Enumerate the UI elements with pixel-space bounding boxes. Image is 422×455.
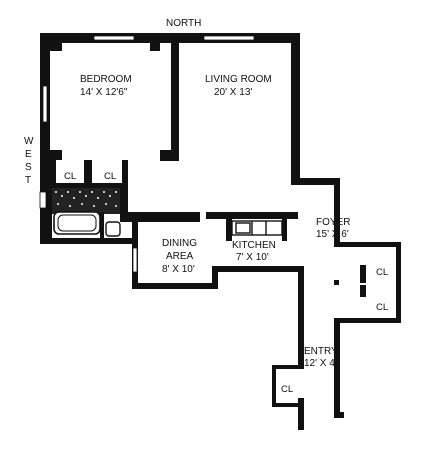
west-letter-t: T [25, 175, 31, 186]
windows [39, 35, 255, 273]
bedroom-size: 14' X 12'6" [80, 87, 128, 98]
closet-bedroom-right: CL [104, 171, 116, 182]
closet-bedroom-left: CL [64, 171, 76, 182]
closet-foyer-lower: CL [376, 302, 388, 313]
dining-name-line2: AREA [166, 251, 194, 262]
kitchen-name: KITCHEN [232, 240, 276, 251]
foyer-name: FOYER [316, 217, 350, 228]
living-room-name: LIVING ROOM [205, 74, 272, 85]
west-letter-s: S [25, 162, 32, 173]
kitchen-size: 7' X 10' [236, 252, 269, 263]
exterior-walls [40, 33, 401, 430]
entry-size: 12' X 4' [304, 358, 337, 369]
interior-walls [40, 33, 366, 297]
closet-entry: CL [281, 384, 293, 395]
west-label: W E S T [24, 136, 34, 186]
toilet [105, 221, 121, 237]
west-letter-e: E [25, 149, 32, 160]
north-label: NORTH [166, 18, 201, 29]
window-west-bedroom [42, 85, 48, 123]
entry-name: ENTRY [304, 346, 338, 357]
bedroom-name: BEDROOM [80, 74, 132, 85]
window-north-bedroom [93, 35, 135, 41]
bathroom [52, 188, 121, 238]
foyer-size: 15' X 6' [316, 229, 349, 240]
west-letter-w: W [24, 136, 34, 147]
kitchen-fixtures [231, 220, 283, 236]
closet-foyer-upper: CL [376, 267, 388, 278]
dining-size: 8' X 10' [162, 264, 195, 275]
dining-name-line1: DINING [162, 238, 197, 249]
living-room-size: 20' X 13' [214, 87, 252, 98]
window-west-bath [39, 191, 47, 209]
window-dining [132, 247, 138, 273]
window-north-living [203, 35, 255, 41]
kitchen-counter [231, 220, 283, 236]
